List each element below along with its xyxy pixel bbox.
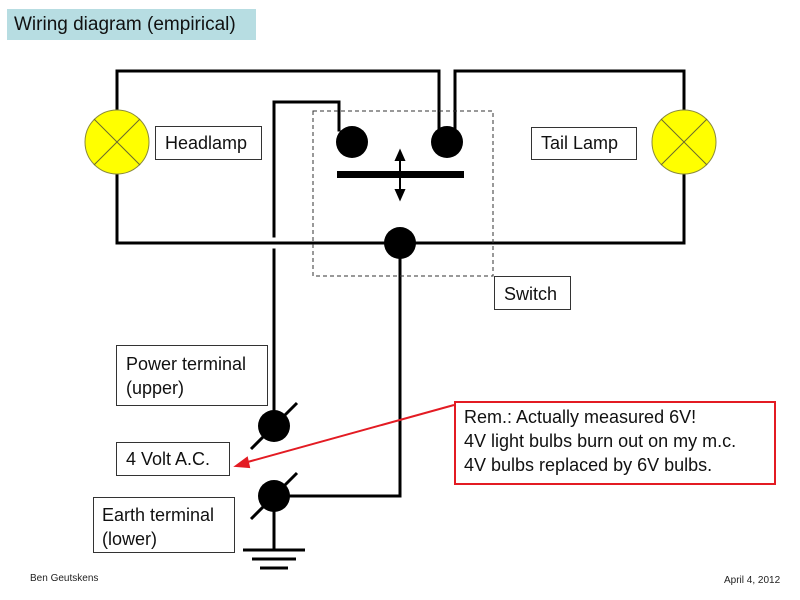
power-terminal-icon [249, 401, 299, 451]
wire-taillamp-top [453, 69, 686, 134]
remark-box: Rem.: Actually measured 6V! 4V light bul… [454, 401, 776, 485]
footer-date: April 4, 2012 [724, 575, 781, 586]
remark-line: 4V light bulbs burn out on my m.c. [464, 431, 737, 451]
switch-contact-common-icon [384, 227, 416, 259]
headlamp-label: Headlamp [155, 126, 262, 160]
earth-terminal-label: Earth terminal (lower) [93, 497, 235, 553]
headlamp-icon [84, 109, 150, 175]
power-terminal-label-line1: Power terminal [126, 354, 247, 374]
switch-arrow-icon [394, 148, 406, 202]
tail-lamp-icon [651, 109, 717, 175]
switch-label: Switch [494, 276, 571, 310]
remark-arrow [233, 404, 455, 469]
ground-icon [243, 548, 305, 570]
earth-terminal-icon [249, 471, 299, 521]
switch-contact-right-icon [431, 126, 463, 158]
switch-boundary [312, 110, 494, 277]
wire-switch-earth [272, 241, 402, 498]
earth-terminal-label-line1: Earth terminal [102, 505, 215, 525]
wire-headlamp-top [115, 69, 441, 134]
remark-line: 4V bulbs replaced by 6V bulbs. [464, 455, 713, 475]
diagram-title: Wiring diagram (empirical) [7, 9, 256, 40]
footer-author: Ben Geutskens [30, 573, 99, 584]
tail-lamp-label: Tail Lamp [531, 127, 637, 160]
switch-contact-left-icon [336, 126, 368, 158]
voltage-label: 4 Volt A.C. [116, 442, 230, 476]
power-terminal-label-line2: (upper) [126, 378, 185, 398]
power-terminal-label: Power terminal (upper) [116, 345, 268, 406]
remark-line: Rem.: Actually measured 6V! [464, 407, 697, 427]
wire-power [272, 100, 341, 238]
earth-terminal-label-line2: (lower) [102, 529, 158, 549]
